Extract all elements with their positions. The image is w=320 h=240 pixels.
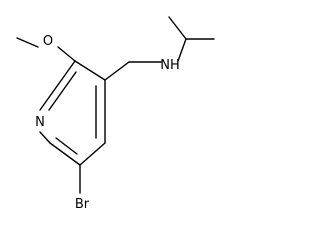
bond-n1-c2: [39, 60, 76, 111]
bond-nh-ch: [177, 38, 187, 62]
bond-c6-n1: [39, 131, 51, 144]
bond-c5-c6-inner: [55, 137, 78, 155]
bromine-label: Br: [75, 197, 90, 212]
bond-c4-c5: [79, 142, 106, 166]
bond-n1-c2-inner: [48, 71, 77, 111]
bond-methyl-oxygen: [16, 37, 39, 48]
bond-oxygen-c2: [57, 46, 76, 62]
methoxy-oxygen-label: O: [43, 34, 53, 49]
bond-c3-ch2: [104, 61, 130, 81]
bond-ch-methyl-left: [168, 16, 187, 40]
bond-c2-c3: [74, 60, 106, 81]
amine-nitrogen-label: NH: [160, 58, 180, 73]
ring-nitrogen-label: N: [35, 115, 45, 130]
chemical-structure: O NH N Br: [16, 16, 215, 212]
bond-c5-c6: [49, 142, 81, 166]
